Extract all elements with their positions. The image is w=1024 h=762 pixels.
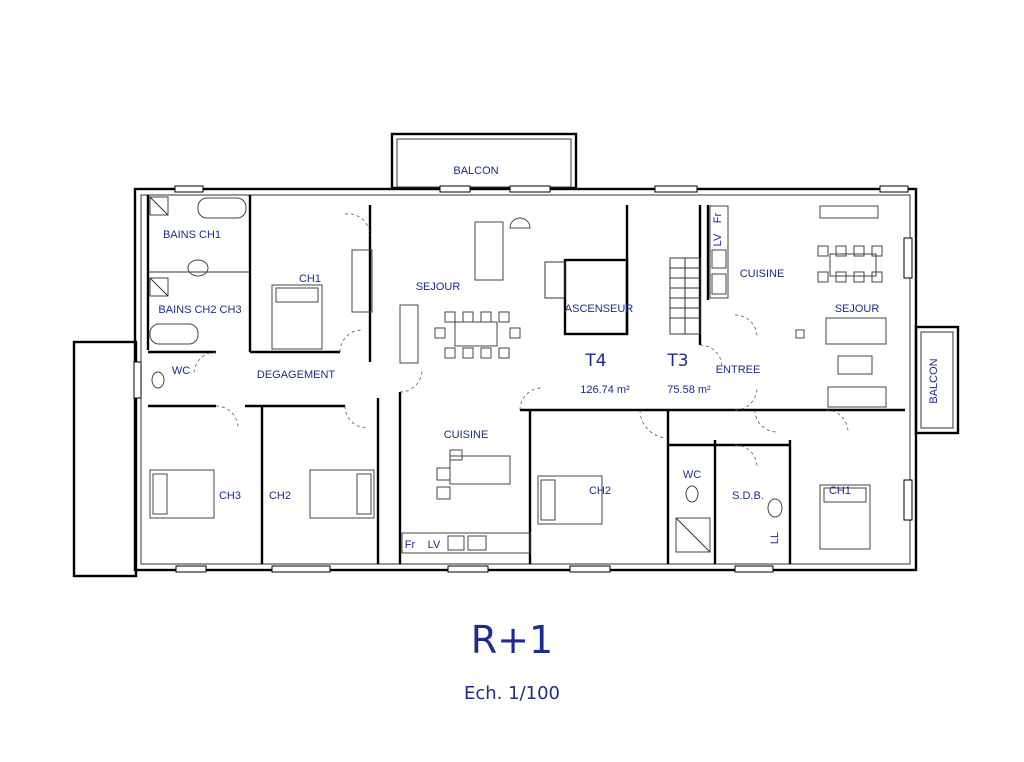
label-degagement: DEGAGEMENT: [257, 369, 336, 381]
label-ch1-right: CH1: [829, 485, 851, 497]
floor-plan: BALCON BALCON BAINS CH1 BAINS CH2 CH3 WC…: [72, 132, 960, 578]
unit-t3-name: T3: [666, 351, 688, 371]
label-bains-ch2-ch3: BAINS CH2 CH3: [158, 304, 241, 316]
label-ll: LL: [769, 532, 781, 544]
outer-wall: [133, 187, 918, 572]
unit-t4-area: 126.74 m²: [580, 384, 630, 396]
windows: [133, 185, 913, 573]
elevator-shaft: [563, 258, 629, 336]
label-entree: ENTREE: [716, 364, 761, 376]
balcony-right: [914, 325, 960, 435]
label-wc-mid: WC: [683, 469, 701, 481]
label-bains-ch1: BAINS CH1: [163, 229, 221, 241]
balcony-top-inner: [396, 138, 572, 188]
label-lv-left: LV: [428, 539, 441, 551]
living-furniture: [351, 205, 887, 500]
label-ch1-left: CH1: [299, 273, 321, 285]
unit-t3-area: 75.58 m²: [667, 384, 711, 396]
balcony-top: [390, 132, 578, 190]
label-sdb: S.D.B.: [732, 490, 764, 502]
kitchen-counters: [401, 205, 729, 554]
unit-t4-name: T4: [584, 351, 606, 371]
label-balcon-top: BALCON: [453, 165, 498, 177]
label-sejour-right: SEJOUR: [835, 303, 880, 315]
label-fr-left: Fr: [405, 539, 416, 551]
kitchen-column: [795, 329, 805, 339]
label-cuisine-right: CUISINE: [740, 268, 785, 280]
label-fr-right: Fr: [712, 212, 724, 223]
door-swings: [193, 213, 849, 468]
label-balcon-right: BALCON: [928, 358, 940, 403]
label-sejour-left: SEJOUR: [416, 281, 461, 293]
label-ascenseur: ASCENSEUR: [565, 303, 634, 315]
elevator-cabin: [544, 261, 566, 299]
beds: [149, 284, 871, 550]
plan-scale: Ech. 1/100: [464, 683, 560, 704]
terrace-left: [72, 340, 138, 578]
fireplace-icon: [509, 217, 531, 229]
plan-title: R+1: [470, 618, 554, 662]
label-ch2-mid: CH2: [589, 485, 611, 497]
label-ch3: CH3: [219, 490, 241, 502]
label-lv-right: LV: [712, 233, 724, 246]
bathroom-fixtures: [149, 196, 783, 553]
label-cuisine-left: CUISINE: [444, 429, 489, 441]
label-wc-left: WC: [172, 365, 190, 377]
label-ch2-left: CH2: [269, 490, 291, 502]
stair-steps: [670, 258, 700, 334]
balcony-right-inner: [920, 331, 954, 429]
